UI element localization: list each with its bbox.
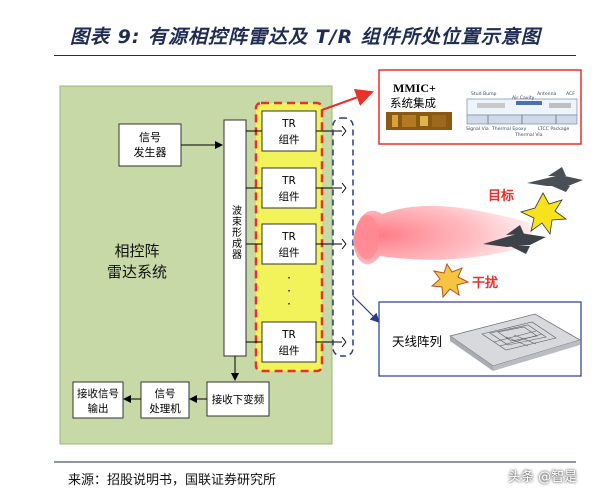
pkg-label-thermal-via: Thermal Via — [514, 132, 543, 138]
tr-module-4-line2: 组件 — [279, 344, 300, 357]
arrow-to-mmic — [321, 88, 374, 111]
pkg-label-antenna: Antenna — [537, 91, 557, 97]
tr-module-3-line2: 组件 — [279, 246, 300, 259]
system-label-line2: 雷达系统 — [107, 263, 167, 281]
pkg-label-signal-via: Signal Via — [466, 126, 489, 132]
tr-module-1-line2: 组件 — [279, 133, 300, 146]
pkg-label-air-cavity: Air Cavity — [512, 95, 535, 101]
mmic-chip-photo — [386, 112, 452, 130]
tr-module-3-line1: TR — [281, 231, 296, 243]
signal-generator-box — [118, 123, 182, 167]
mmic-label-line2: 系统集成 — [390, 96, 436, 110]
tr-module-4-line1: TR — [281, 329, 296, 341]
tr-module-1-line1: TR — [281, 118, 296, 130]
tr-antenna-connectors — [316, 125, 347, 348]
package-cross-section: Stud Bump Air Cavity Antenna ACF Thermal… — [466, 91, 578, 138]
target-label: 目标 — [488, 188, 514, 204]
title-divider — [54, 55, 576, 56]
signal-processor-line1: 信号 — [155, 388, 176, 400]
jamming-label: 干扰 — [472, 275, 498, 291]
tr-module-1: TR 组件 — [261, 110, 317, 152]
antenna-array-label: 天线阵列 — [392, 334, 442, 349]
tr-module-3: TR 组件 — [261, 223, 317, 265]
jamming-burst-icon — [430, 262, 470, 299]
system-label-line1: 相控阵 — [114, 242, 159, 260]
signal-generator-line1: 信号 — [139, 131, 161, 144]
pkg-label-stud-bump: Stud Bump — [471, 91, 497, 97]
antenna-element-column — [332, 117, 354, 357]
source-note: 来源：招股说明书，国联证券研究所 — [68, 473, 277, 488]
pkg-label-thermal-epoxy: Thermal Epoxy — [491, 126, 527, 132]
figure-title: 图表 9: 有源相控阵雷达及 T/R 组件所处位置示意图 — [70, 26, 541, 48]
radar-beam-lobe — [355, 215, 379, 259]
radar-beam — [353, 205, 533, 265]
fighter-jet-icon — [527, 167, 583, 192]
ellipsis-dot-3: · — [287, 297, 291, 311]
mmic-label-line1: MMIC+ — [393, 81, 436, 95]
beamformer-label: 波束形成器 — [230, 204, 242, 260]
antenna-array-board — [449, 313, 582, 371]
ellipsis-dot-1: · — [287, 271, 291, 285]
signal-output-line1: 接收信号 — [77, 387, 119, 400]
watermark: 头条 @智是 — [508, 470, 578, 485]
pkg-label-acf: ACF — [566, 91, 575, 97]
target-hit-star-icon — [519, 192, 568, 236]
signal-output-line2: 输出 — [88, 402, 109, 415]
signal-processor-line2: 处理机 — [149, 402, 181, 415]
receiver-downconverter-box — [206, 381, 270, 417]
pkg-label-ltcc-package: LTCC Package — [538, 126, 570, 132]
tr-module-2-line1: TR — [281, 175, 296, 187]
ellipsis-dot-2: · — [287, 284, 291, 298]
signal-output-box — [72, 381, 124, 419]
arrow-to-antenna-array — [352, 295, 380, 323]
tr-module-2: TR 组件 — [261, 167, 317, 209]
beamformer-tr-connectors — [246, 130, 262, 343]
tr-module-4: TR 组件 — [261, 321, 317, 363]
signal-processor-box — [140, 381, 190, 419]
fighter-jet-icon-2 — [483, 225, 546, 254]
tr-module-2-line2: 组件 — [279, 190, 300, 203]
receiver-downconverter-label: 接收下变频 — [212, 393, 265, 406]
signal-generator-line2: 发生器 — [134, 145, 167, 159]
